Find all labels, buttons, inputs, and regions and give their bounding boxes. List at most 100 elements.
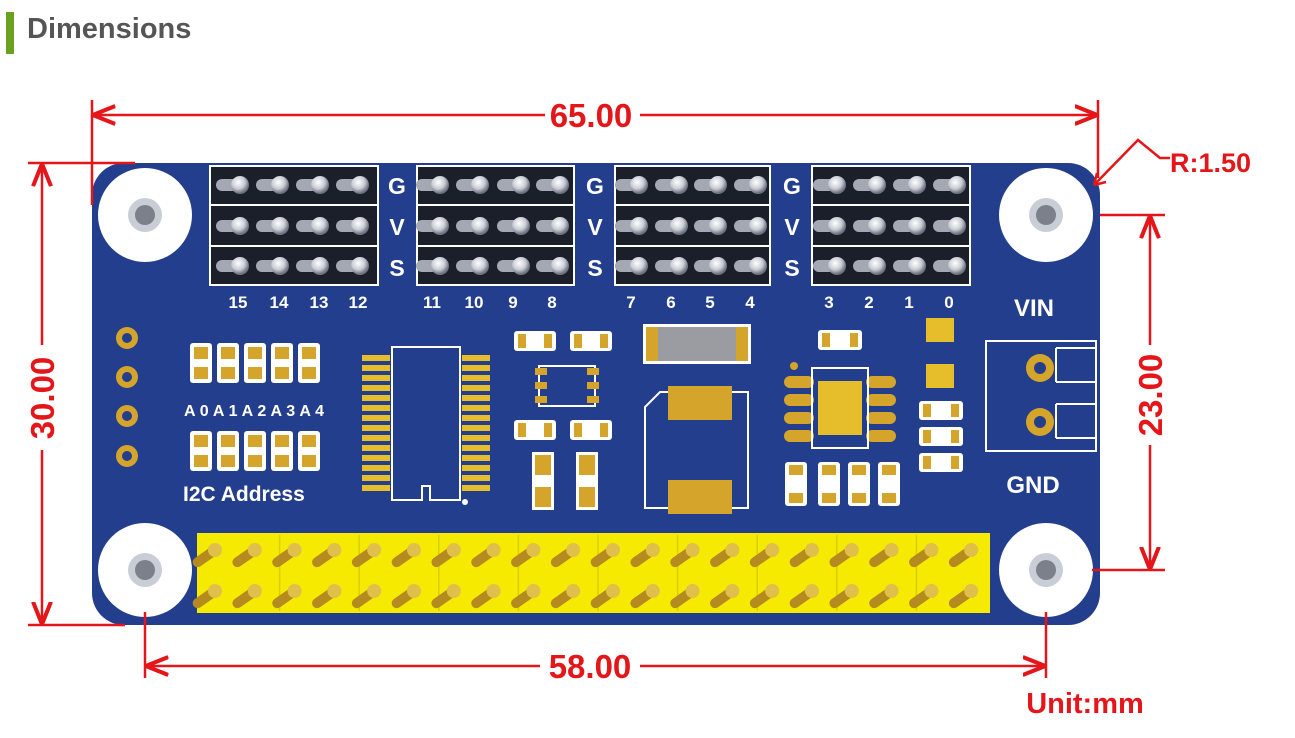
servo-pin-head: [670, 257, 688, 275]
ic-leg-left: [362, 455, 390, 461]
gpio-pin-tip: [247, 543, 262, 557]
gpio-pin-tip: [526, 584, 541, 598]
servo-pin-head: [512, 176, 530, 194]
ic-leg-right: [462, 445, 490, 451]
ic-leg-right: [462, 465, 490, 471]
smd-pad: [822, 465, 836, 475]
ic-leg-left: [362, 355, 390, 361]
mounting-hole-top-left: [98, 168, 192, 262]
ic-leg-right: [462, 355, 490, 361]
ic-leg-right: [462, 405, 490, 411]
small-regulator-chip: [535, 365, 599, 407]
smd-resistor-mid-2: [570, 420, 612, 440]
servo-pin-head: [231, 217, 249, 235]
label-g: G: [586, 173, 604, 199]
servo-pin-head: [551, 176, 569, 194]
gpio-pin-tip: [765, 584, 780, 598]
jumper-pad: [221, 367, 235, 379]
channel-label-9: 9: [508, 293, 517, 312]
ic-leg-right: [462, 485, 490, 491]
ic-leg-right: [462, 435, 490, 441]
jumper-pad: [275, 347, 289, 359]
smd-pad: [882, 465, 896, 475]
servo-pin-head: [431, 217, 449, 235]
gpio-pin-tip: [407, 584, 421, 598]
dimension-hole-spacing-vertical: 23.00: [1092, 213, 1169, 572]
smd-resistor-top-2: [570, 331, 612, 351]
servo-pin-head: [551, 257, 569, 275]
gpio-pin-tip: [964, 584, 979, 598]
gpio-pin-tip: [645, 584, 660, 598]
servo-pin-head: [670, 176, 688, 194]
channel-label-3: 3: [824, 293, 833, 312]
servo-pin-head: [431, 176, 449, 194]
mounting-hole-bottom-left: [98, 523, 192, 617]
dimension-annotations: 65.00 30.00 R:1.50 23.00: [24, 97, 1251, 720]
servo-pin-head: [271, 176, 289, 194]
jumper-pad: [248, 367, 262, 379]
pca9685-ic-footprint: [362, 346, 490, 505]
gpio-pin-tip: [287, 584, 302, 598]
servo-pin-head: [948, 176, 966, 194]
jumper-pad: [248, 455, 262, 467]
gpio-pin-tip: [486, 543, 501, 557]
servo-pin-head: [908, 217, 926, 235]
ic-leg-left: [362, 415, 390, 421]
label-s: S: [784, 255, 799, 281]
gpio-pin-tip: [924, 584, 939, 598]
electrolytic-capacitor-footprint: [644, 386, 749, 514]
overall-width-value: 65.00: [550, 97, 633, 134]
overall-height-value: 30.00: [24, 357, 61, 440]
dimension-overall-height: 30.00: [24, 161, 135, 627]
smd-pad: [852, 493, 866, 503]
ic-leg-right: [462, 375, 490, 381]
servo-pin-head: [709, 176, 727, 194]
servo-pin-head: [828, 257, 846, 275]
servo-pin-head: [868, 217, 886, 235]
servo-pin-head: [670, 217, 688, 235]
servo-pin-head: [311, 257, 329, 275]
gpio-pin-tip: [844, 584, 859, 598]
label-g: G: [783, 173, 801, 199]
servo-pin-head: [311, 176, 329, 194]
channel-label-1: 1: [904, 293, 913, 312]
smd-resistor-top-1: [514, 331, 556, 351]
servo-pin-head: [630, 257, 648, 275]
label-g: G: [388, 173, 406, 199]
channel-label-0: 0: [944, 293, 953, 312]
gvs-labels-1: G V S: [388, 173, 406, 281]
channel-label-4: 4: [745, 293, 755, 312]
ic-leg-left: [362, 465, 390, 471]
mounting-hole-top-right: [999, 168, 1093, 262]
channel-label-11: 11: [423, 293, 441, 312]
servo-pin-head: [749, 217, 767, 235]
smd-resistor-mid-1: [514, 420, 556, 440]
servo-pin-head: [908, 176, 926, 194]
servo-pin-head: [828, 176, 846, 194]
servo-pin-head: [351, 217, 369, 235]
address-jumper-pads: [190, 343, 320, 471]
servo-pin-head: [431, 257, 449, 275]
channel-label-7: 7: [626, 293, 635, 312]
gpio-pin-tip: [407, 543, 421, 557]
unit-label: Unit:mm: [1026, 688, 1144, 720]
servo-pin-head: [709, 257, 727, 275]
header-accent-bar: [6, 12, 14, 54]
jumper-pad: [302, 435, 316, 447]
label-v: V: [389, 214, 405, 240]
gpio-pin-tip: [884, 584, 899, 598]
gvs-labels-2: G V S: [586, 173, 604, 281]
jumper-pad: [221, 435, 235, 447]
gpio-pin-tip: [964, 543, 979, 557]
servo-pin-head: [908, 257, 926, 275]
ic-leg-left: [362, 425, 390, 431]
gpio-pin-tip: [606, 584, 620, 598]
ic-leg-right: [462, 475, 490, 481]
mounting-hole-bottom-right: [999, 523, 1093, 617]
dimension-corner-radius: R:1.50: [1092, 138, 1251, 187]
jumper-pad: [248, 347, 262, 359]
smd-pad: [822, 493, 836, 503]
channel-labels: 15 14 13 12 11 10 9 8 7 6 5 4 3 2 1 0: [229, 293, 954, 312]
smd-pad: [789, 465, 803, 475]
